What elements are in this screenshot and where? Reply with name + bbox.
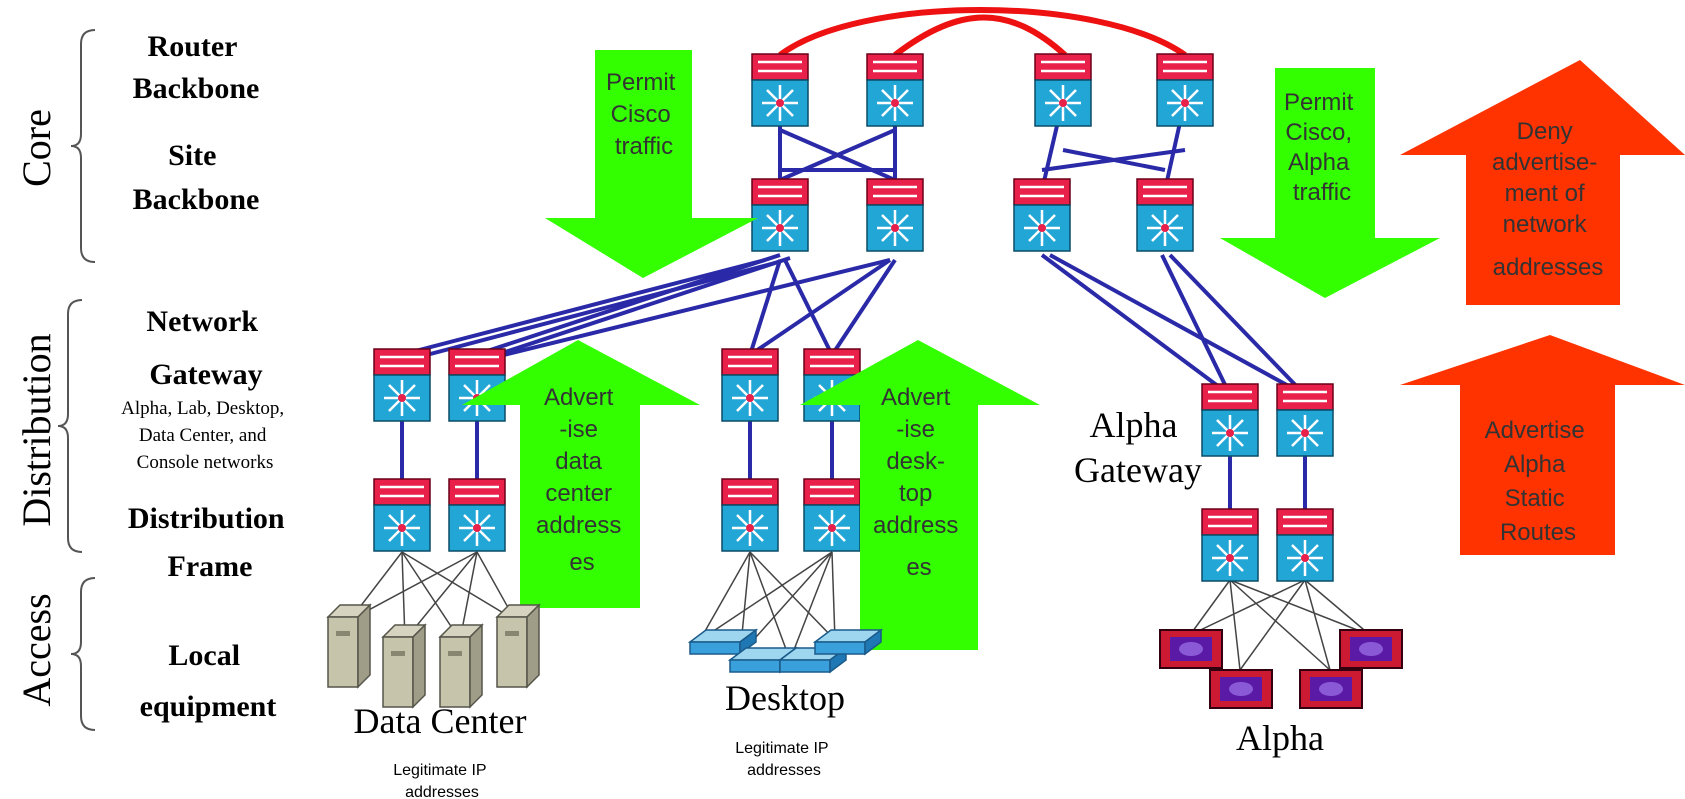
gateway-router-icon xyxy=(720,347,780,423)
router-backbone-router-icon xyxy=(1155,52,1215,128)
alpha-host-icon xyxy=(1159,629,1223,669)
advertise-data-center-arrow xyxy=(462,340,700,608)
server-icon xyxy=(496,604,540,688)
backbone-link-red-1 xyxy=(778,7,1187,58)
gateway-networks-note: Alpha, Lab, Desktop, Data Center, and Co… xyxy=(121,398,289,473)
desktop-switch-icon xyxy=(814,629,882,655)
alpha-host-icon xyxy=(1299,669,1363,709)
network-links xyxy=(399,99,1307,512)
deny-advertisement-arrow xyxy=(1400,60,1685,305)
advertise-desktop-arrow xyxy=(800,340,1040,650)
distribution-router-icon xyxy=(802,477,862,553)
router-backbone-router-icon xyxy=(750,52,810,128)
data-center-label: Data Center xyxy=(354,701,527,741)
desktop-note: Legitimate IP addresses xyxy=(735,740,833,779)
alpha-distribution-router-icon xyxy=(1275,507,1335,583)
permit-cisco-arrow xyxy=(545,50,758,278)
alpha-host-icon xyxy=(1209,669,1273,709)
site-backbone-router-icon xyxy=(1012,177,1072,253)
access-bracket xyxy=(70,577,96,731)
permit-cisco-text: Permit Cisco traffic xyxy=(606,69,682,160)
alpha-distribution-router-icon xyxy=(1200,507,1260,583)
advertise-desktop-text: Advert -ise desk- top address es xyxy=(873,384,965,581)
server-icon xyxy=(327,604,371,688)
alpha-host-icon xyxy=(1339,629,1403,669)
data-center-note: Legitimate IP addresses xyxy=(393,762,491,799)
tier-core-label: Core xyxy=(14,109,59,187)
permit-cisco-alpha-text: Permit Cisco, Alpha traffic xyxy=(1284,89,1360,206)
site-backbone-router-icon xyxy=(750,177,810,253)
alpha-gateway-router-icon xyxy=(1200,382,1260,458)
site-backbone-label: Site Backbone xyxy=(133,139,260,216)
alpha-gateway-router-icon xyxy=(1275,382,1335,458)
distribution-router-icon xyxy=(372,477,432,553)
server-icon xyxy=(382,624,426,708)
alpha-gateway-label: Alpha Gateway xyxy=(1074,405,1202,490)
gateway-router-icon xyxy=(447,347,507,423)
distribution-router-icon xyxy=(447,477,507,553)
site-backbone-router-icon xyxy=(865,177,925,253)
distribution-bracket xyxy=(57,299,83,553)
gateway-router-icon xyxy=(372,347,432,423)
deny-advertisement-text: Deny advertise- ment of network addresse… xyxy=(1492,118,1604,281)
core-bracket xyxy=(70,29,96,263)
backbone-link-red-2 xyxy=(893,14,1068,58)
permit-cisco-alpha-arrow xyxy=(1220,68,1440,298)
network-gateway-label: Network Gateway xyxy=(146,305,265,391)
router-backbone-label: Router Backbone xyxy=(133,30,260,105)
local-equipment-label: Local equipment xyxy=(140,639,277,723)
distribution-router-icon xyxy=(720,477,780,553)
desktop-label: Desktop xyxy=(725,678,845,718)
advertise-alpha-text: Advertise Alpha Static Routes xyxy=(1485,417,1592,546)
router-backbone-router-icon xyxy=(1033,52,1093,128)
tier-access-label: Access xyxy=(14,593,59,706)
router-backbone-router-icon xyxy=(865,52,925,128)
alpha-label: Alpha xyxy=(1236,718,1324,758)
server-icon xyxy=(439,624,483,708)
advertise-data-center-text: Advert -ise data center address es xyxy=(536,384,628,576)
advertise-alpha-arrow xyxy=(1400,335,1685,555)
site-backbone-router-icon xyxy=(1135,177,1195,253)
tier-distribution-label: Distribution xyxy=(14,333,59,526)
distribution-frame-label: Distribution Frame xyxy=(128,502,292,583)
